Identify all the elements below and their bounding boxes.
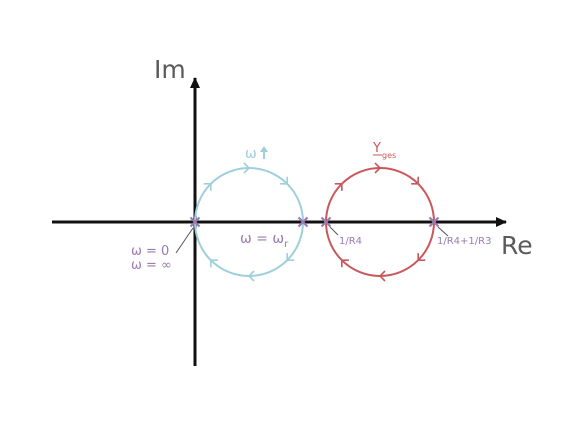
right-chevron-3 xyxy=(417,253,426,261)
left-chevron-3 xyxy=(286,253,295,261)
y-ges-subscript: ges xyxy=(382,151,396,160)
up-arrow-icon xyxy=(260,146,268,159)
right-chevron-2 xyxy=(411,176,419,185)
inv-r4-r3-label: 1/R4+1/R3 xyxy=(437,236,491,247)
left-chevron-4 xyxy=(247,270,255,282)
origin-marker xyxy=(189,216,201,228)
left-chevron-0 xyxy=(203,183,212,191)
inv-r4-r3-leader xyxy=(437,226,449,237)
left-circle-direction-arrows xyxy=(203,162,295,282)
inv-r4-leader xyxy=(329,226,339,236)
right-circle-direction-arrows xyxy=(334,162,426,282)
left-chevron-1 xyxy=(243,162,251,174)
right-chevron-0 xyxy=(334,183,343,191)
left-chevron-5 xyxy=(210,259,218,268)
y-ges-label: Y xyxy=(372,141,381,156)
inv-r4-label: 1/R4 xyxy=(339,236,362,247)
point-markers xyxy=(189,216,440,228)
inv-r4-marker xyxy=(320,216,332,228)
inv-r4-r3-marker xyxy=(428,216,440,228)
omega-r-base: ω = ω xyxy=(240,231,284,247)
omega-zero-leader xyxy=(175,227,194,254)
right-chevron-5 xyxy=(341,259,349,268)
omega-r-subscript: r xyxy=(284,239,289,250)
left-chevron-2 xyxy=(280,176,288,185)
omega-r-marker xyxy=(297,216,309,228)
omega-inf-label: ω = ∞ xyxy=(131,258,172,273)
right-chevron-4 xyxy=(378,270,386,282)
im-axis-label: Im xyxy=(154,55,186,84)
omega-r-label: ω = ωr xyxy=(240,231,289,250)
omega-label: ω xyxy=(245,146,257,162)
re-axis-label: Re xyxy=(501,231,533,260)
right-chevron-1 xyxy=(374,162,382,174)
omega-zero-label: ω = 0 xyxy=(131,244,169,259)
